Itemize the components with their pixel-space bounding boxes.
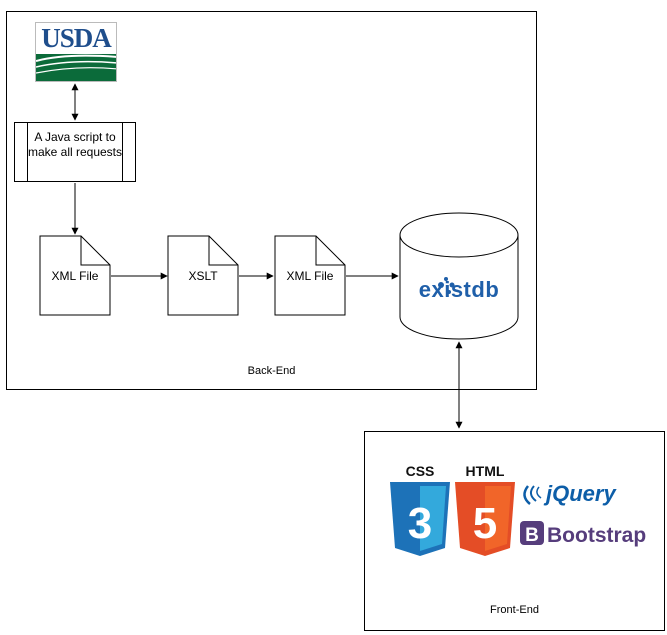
bootstrap-badge-letter: B: [525, 525, 539, 546]
jquery-logo-text: jQuery: [543, 481, 617, 506]
jquery-logo: jQuery: [523, 481, 617, 506]
java-script-process-label: A Java script to make all requests: [27, 130, 123, 159]
css-badge-number: 3: [408, 499, 432, 548]
xslt-file-shape: [167, 235, 239, 316]
java-script-process: A Java script to make all requests: [14, 122, 136, 182]
html5-logo: HTML 5: [455, 463, 515, 556]
usda-hills: [36, 54, 116, 81]
usda-logo: USDA: [35, 22, 117, 82]
existdb-logo: [438, 277, 455, 294]
bootstrap-logo-text: Bootstrap: [547, 524, 646, 547]
bootstrap-logo: B Bootstrap: [520, 521, 646, 547]
backend-label: Back-End: [247, 365, 296, 377]
usda-logo-text: USDA: [41, 23, 112, 53]
frontend-label: Front-End: [490, 604, 539, 616]
xml-file-2-label: XML File: [287, 269, 334, 283]
html-badge-number: 5: [473, 499, 497, 548]
xml-file-1-label: XML File: [52, 269, 99, 283]
xslt-label: XSLT: [188, 269, 218, 283]
css3-logo: CSS 3: [390, 463, 450, 556]
existdb-database-shape: [399, 212, 519, 340]
css-logo-text: CSS: [406, 463, 435, 479]
existdb-logo-text: existdb: [419, 277, 500, 302]
xml-file-2-shape: [274, 235, 346, 316]
xml-file-1-shape: [39, 235, 111, 316]
html-logo-text: HTML: [466, 463, 505, 479]
